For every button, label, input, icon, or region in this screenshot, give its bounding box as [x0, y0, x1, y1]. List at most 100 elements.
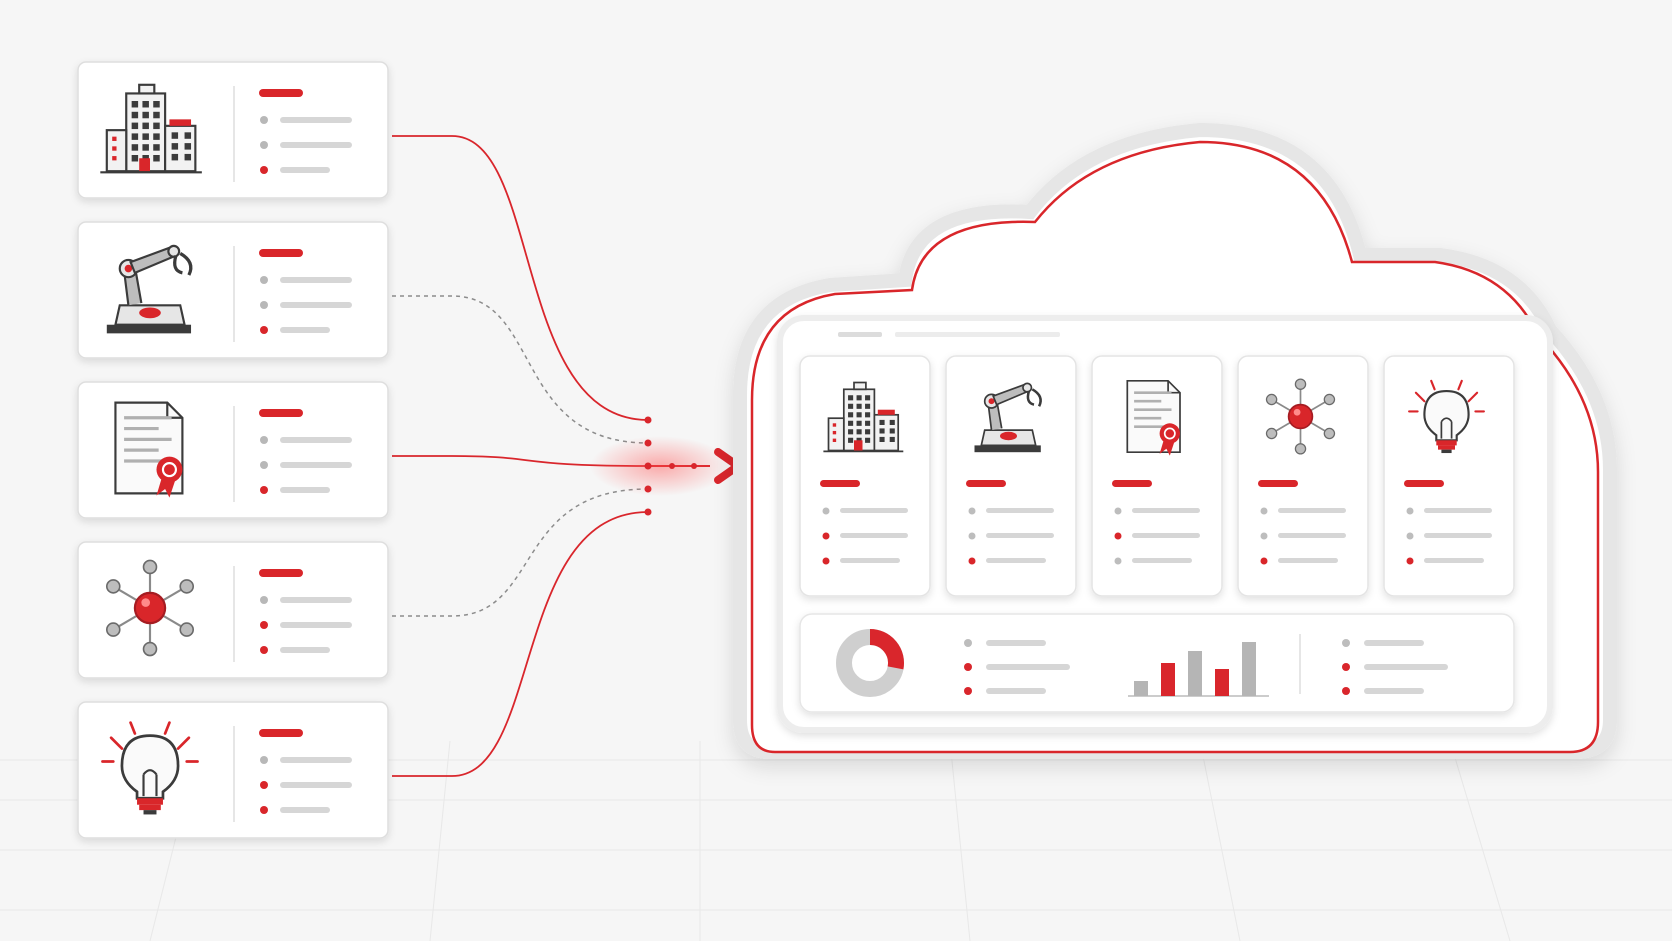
buildings-icon	[823, 381, 904, 453]
text-line-placeholder	[280, 142, 352, 148]
bar-chart-bar	[1242, 642, 1256, 696]
convergence-point	[590, 416, 742, 516]
text-line-placeholder	[1364, 640, 1424, 646]
text-line-placeholder	[986, 558, 1046, 563]
text-line-placeholder	[1364, 664, 1448, 670]
solid-connector	[392, 135, 649, 421]
card-title-bar	[259, 249, 303, 257]
text-line-placeholder	[1424, 558, 1484, 563]
solid-connector	[392, 511, 649, 777]
source-card	[77, 61, 389, 199]
text-line-placeholder	[986, 640, 1046, 646]
bullet-dot	[968, 557, 976, 565]
bullet-dot	[968, 532, 976, 540]
convergence-dot	[691, 463, 697, 469]
text-line-placeholder	[280, 807, 330, 813]
dashed-connector	[392, 295, 649, 444]
bar-chart-bar	[1215, 669, 1229, 696]
source-card-list	[77, 61, 389, 839]
bullet-dot	[1114, 507, 1122, 515]
source-card	[77, 221, 389, 359]
text-line-placeholder	[280, 277, 352, 283]
text-line-placeholder	[986, 533, 1054, 538]
text-line-placeholder	[986, 664, 1070, 670]
cloud-card	[1091, 355, 1223, 597]
text-line-placeholder	[1132, 533, 1200, 538]
convergence-dot	[644, 439, 652, 447]
convergence-dot	[644, 416, 652, 424]
dashboard-background	[799, 613, 1515, 713]
bullet-dot	[1260, 557, 1268, 565]
text-line-placeholder	[280, 782, 352, 788]
text-line-placeholder	[280, 622, 352, 628]
card-title-bar	[259, 409, 303, 417]
bullet-dot	[260, 461, 268, 469]
cloud-card	[799, 355, 931, 597]
bullet-dot	[1342, 687, 1350, 695]
dashboard-strip	[799, 613, 1515, 713]
text-line-placeholder	[280, 597, 352, 603]
text-line-placeholder	[840, 533, 908, 538]
convergence-dot	[669, 463, 675, 469]
network-nodes-icon	[105, 559, 195, 657]
bullet-dot	[260, 806, 268, 814]
text-line-placeholder	[1132, 508, 1200, 513]
buildings-icon	[100, 83, 202, 174]
card-title-bar	[820, 480, 860, 487]
bullet-dot	[260, 141, 268, 149]
donut-red-slice	[869, 629, 904, 670]
text-line-placeholder	[840, 508, 908, 513]
convergence-dot	[644, 485, 652, 493]
text-line-placeholder	[1278, 558, 1338, 563]
card-title-bar	[259, 729, 303, 737]
card-title-bar	[1404, 480, 1444, 487]
bullet-dot	[1342, 663, 1350, 671]
text-line-placeholder	[280, 117, 352, 123]
bullet-dot	[260, 276, 268, 284]
source-card	[77, 541, 389, 679]
bullet-dot	[260, 326, 268, 334]
dashed-connector	[392, 488, 649, 617]
source-card	[77, 701, 389, 839]
text-line-placeholder	[280, 327, 330, 333]
panel-header-bar	[838, 332, 882, 337]
cloud-card	[1383, 355, 1515, 597]
text-line-placeholder	[280, 462, 352, 468]
cloud-panel	[777, 315, 1553, 733]
bullet-dot	[964, 687, 972, 695]
robot-arm-icon	[106, 244, 193, 334]
text-line-placeholder	[280, 167, 330, 173]
bullet-dot	[822, 507, 830, 515]
bullet-dot	[260, 166, 268, 174]
text-line-placeholder	[280, 437, 352, 443]
text-line-placeholder	[280, 487, 330, 493]
source-card	[77, 381, 389, 519]
bar-chart-bar	[1188, 651, 1202, 696]
convergence-dot	[644, 462, 652, 470]
bullet-dot	[1114, 557, 1122, 565]
bullet-dot	[1260, 532, 1268, 540]
bullet-dot	[260, 436, 268, 444]
certificate-document-icon	[1126, 379, 1181, 456]
lightbulb-icon	[1408, 379, 1485, 454]
bullet-dot	[1406, 507, 1414, 515]
bullet-dot	[1114, 532, 1122, 540]
bullet-dot	[260, 116, 268, 124]
card-title-bar	[1258, 480, 1298, 487]
bullet-dot	[260, 596, 268, 604]
text-line-placeholder	[986, 688, 1046, 694]
text-line-placeholder	[1278, 533, 1346, 538]
card-title-bar	[259, 569, 303, 577]
bullet-dot	[968, 507, 976, 515]
bar-chart-bar	[1161, 663, 1175, 696]
text-line-placeholder	[280, 647, 330, 653]
text-line-placeholder	[1278, 508, 1346, 513]
bullet-dot	[260, 781, 268, 789]
bullet-dot	[260, 301, 268, 309]
bullet-dot	[260, 646, 268, 654]
text-line-placeholder	[840, 558, 900, 563]
card-title-bar	[259, 89, 303, 97]
bullet-dot	[964, 639, 972, 647]
cloud-card	[1237, 355, 1369, 597]
